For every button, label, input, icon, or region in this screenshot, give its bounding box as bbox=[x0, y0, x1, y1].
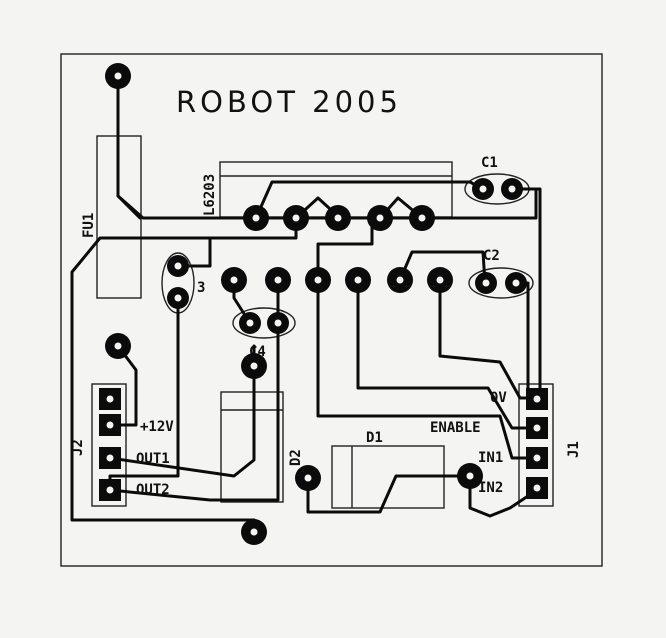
connector-j2-label: J2 bbox=[70, 439, 86, 456]
trace-in1 bbox=[316, 278, 542, 460]
trace-c2-left bbox=[398, 250, 487, 285]
trace-outer-loop bbox=[70, 216, 298, 522]
trace-out1 bbox=[108, 364, 256, 478]
j2-pin-out2-label: OUT2 bbox=[136, 482, 170, 498]
connector-j1-outline bbox=[518, 383, 554, 507]
trace-d1 bbox=[306, 474, 472, 514]
trace-out2 bbox=[108, 321, 280, 502]
trace-enable bbox=[356, 278, 542, 430]
capacitor-c3-label: 3 bbox=[197, 280, 205, 296]
trace-c2-right bbox=[514, 281, 530, 400]
j1-pin-in1-label: IN1 bbox=[478, 450, 503, 466]
fuse-fu1-label: FU1 bbox=[81, 213, 97, 238]
trace-12v bbox=[108, 344, 138, 427]
board-outline bbox=[60, 53, 603, 567]
trace-supply-top bbox=[116, 74, 538, 220]
diode-d1-label: D1 bbox=[366, 430, 383, 446]
pads bbox=[99, 63, 548, 545]
j1-pin-in2-label: IN2 bbox=[478, 480, 503, 496]
j1-pin-0v-label: 0V bbox=[490, 390, 507, 406]
ic-l6203-label: L6203 bbox=[202, 174, 218, 216]
diode-d2-outline bbox=[220, 391, 284, 503]
trace-in2 bbox=[468, 474, 542, 518]
trace-ic-cross bbox=[316, 216, 374, 282]
capacitor-c2-outline bbox=[468, 267, 534, 299]
j1-pin-enable-label: ENABLE bbox=[430, 420, 481, 436]
j2-pin-out1-label: OUT1 bbox=[136, 451, 170, 467]
connector-j1-label: J1 bbox=[566, 441, 582, 458]
connector-j2-outline bbox=[91, 383, 127, 507]
capacitor-c1-label: C1 bbox=[481, 155, 498, 171]
trace-fuse-link bbox=[116, 194, 142, 220]
board-title: ROBOT 2005 bbox=[176, 85, 402, 119]
capacitor-c4-outline bbox=[232, 307, 296, 339]
j2-pin-12v-label: +12V bbox=[140, 419, 174, 435]
diode-d2-label: D2 bbox=[288, 449, 304, 466]
capacitor-c2-label: C2 bbox=[483, 248, 500, 264]
